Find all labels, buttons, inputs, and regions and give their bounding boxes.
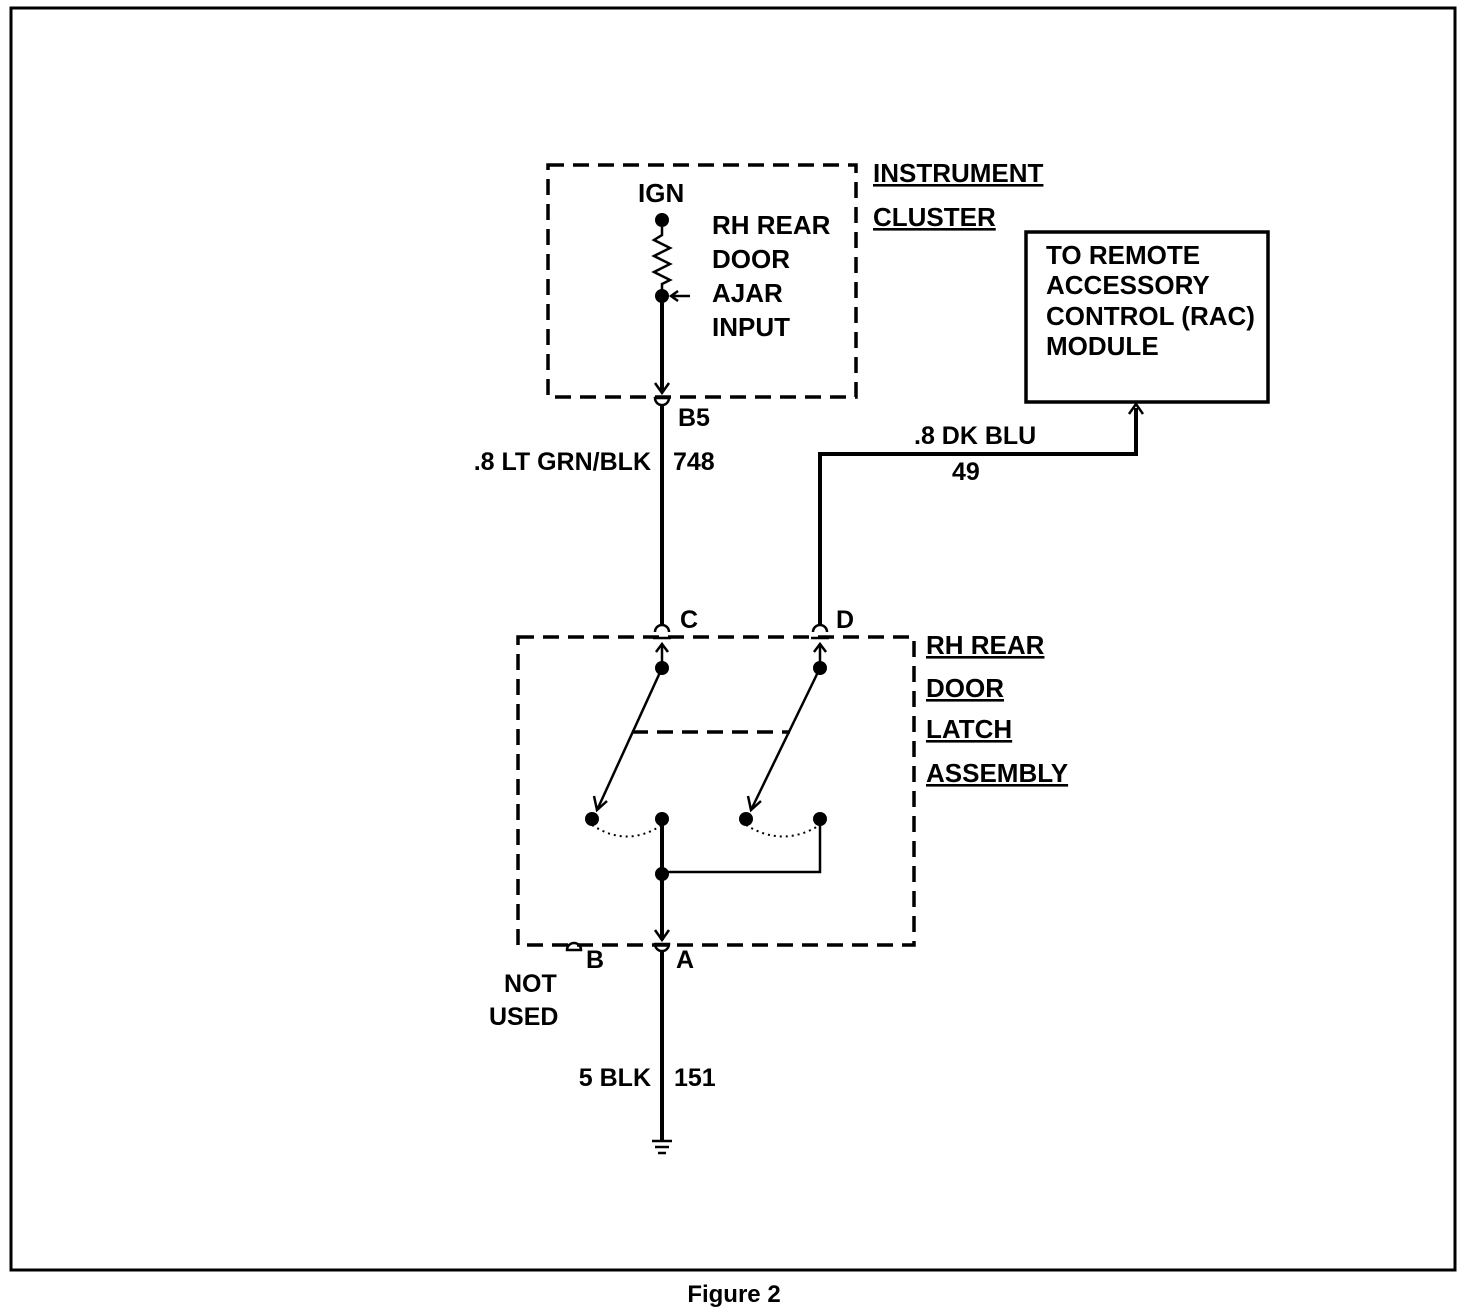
instrument-cluster-box [546,163,858,399]
instrument-cluster-label-1: INSTRUMENT [873,158,1044,188]
rac-module-line-3: CONTROL (RAC) [1046,301,1255,331]
switch-2-arm [750,667,822,809]
ground-bus-node [655,867,669,881]
wire-49-label: .8 DK BLU [914,422,1036,450]
ign-node [655,213,669,227]
latch-assembly-line-1: RH REAR [926,630,1045,660]
switch-1-arm [596,667,664,809]
rac-module-line-2: ACCESSORY [1046,270,1210,300]
switch-1-travel [591,824,663,838]
ground-symbol [652,1139,672,1155]
door-ajar-input-line-1: RH REAR [712,210,831,240]
rac-arrow-head [1127,401,1145,415]
connector-a [653,942,671,953]
latch-assembly-box [516,635,916,947]
latch-assembly-line-2: DOOR [926,673,1004,703]
wire-151-label: 5 BLK [579,1064,651,1092]
wire-49 [818,408,1138,624]
connector-b-label: B [586,946,604,974]
figure-caption: Figure 2 [687,1281,780,1308]
ign-label: IGN [638,178,684,208]
wire-748-circuit: 748 [673,448,715,476]
switch-2-ground-wire [662,819,822,874]
connector-d-label: D [836,606,854,634]
door-ajar-input-line-2: DOOR [712,244,790,274]
wire-49-circuit: 49 [952,458,980,486]
switch-2-travel [745,824,821,838]
connector-b [565,941,583,952]
latch-assembly-line-3: LATCH [926,714,1012,744]
instrument-cluster-label-2: CLUSTER [873,202,996,232]
connector-a-label: A [676,946,694,974]
c-arrow-head [655,641,669,653]
rac-module-line-1: TO REMOTE [1046,240,1200,270]
connector-d [811,623,829,633]
rac-module-line-4: MODULE [1046,331,1159,361]
not-used-label-1: NOT [504,970,557,998]
door-ajar-input-line-3: AJAR [712,278,783,308]
pullup-resistor [651,227,673,292]
switch-1-arm-tip [592,795,608,813]
switch-2-arm-tip [746,795,762,813]
switch-1-contact-a [585,812,599,826]
a-arrow-head [653,929,671,943]
connector-b5 [653,396,671,407]
connector-c-label: C [680,606,698,634]
not-used-label-2: USED [489,1003,558,1031]
d-arrow-head [813,641,827,653]
switch-2-contact-a [739,812,753,826]
b5-arrow-head [653,382,671,396]
rac-module-box [1024,230,1270,404]
wire-151-circuit: 151 [674,1064,716,1092]
latch-assembly-line-4: ASSEMBLY [926,758,1068,788]
connector-b5-label: B5 [678,404,710,432]
wire-748-label: .8 LT GRN/BLK [474,448,651,476]
connector-c [653,623,671,633]
input-arrow-head [668,289,679,303]
figure-border [9,6,1457,1272]
door-ajar-input-line-4: INPUT [712,312,790,342]
